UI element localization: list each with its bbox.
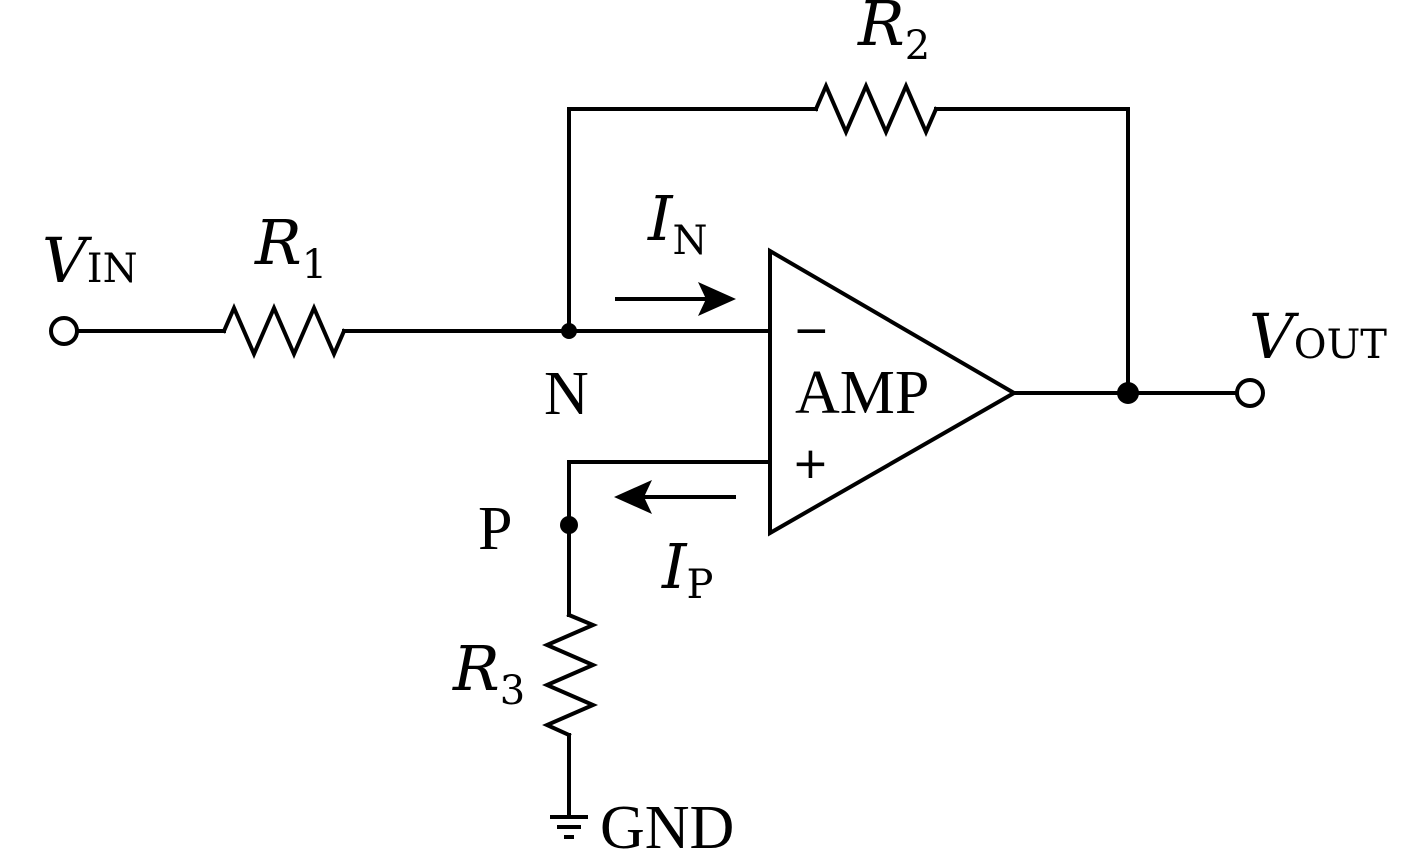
- wire-feedback-right: [934, 107, 1130, 395]
- vin-label: VIN: [42, 224, 138, 297]
- wire-noninverting-input: [567, 460, 772, 617]
- current-ip-label: IP: [661, 530, 713, 608]
- node-n-label: N: [544, 360, 589, 428]
- vin-terminal: [49, 316, 79, 346]
- current-in-label: IN: [647, 182, 708, 264]
- resistor-r3: [541, 612, 599, 738]
- current-arrow-ip: [614, 480, 736, 514]
- wire-feedback-left: [567, 107, 818, 333]
- current-arrow-in: [615, 282, 736, 316]
- vout-label: VOUT: [1249, 300, 1387, 373]
- r1-label: R1: [254, 206, 327, 288]
- resistor-r1: [221, 302, 347, 360]
- resistor-r2: [813, 80, 939, 138]
- r3-label: R3: [452, 632, 525, 714]
- noninverting-input-sign: +: [792, 438, 829, 489]
- junction-node-p: [560, 516, 578, 534]
- r2-label: R2: [857, 0, 930, 69]
- inverting-input-sign: −: [793, 305, 830, 356]
- junction-node-n: [561, 323, 577, 339]
- ground-label: GND: [600, 794, 734, 850]
- junction-output: [1117, 382, 1139, 404]
- ground-icon: [550, 815, 588, 839]
- op-amp-triangle: [768, 247, 1018, 537]
- amp-label: AMP: [795, 359, 929, 427]
- vout-terminal: [1235, 378, 1265, 408]
- node-p-label: P: [478, 495, 512, 563]
